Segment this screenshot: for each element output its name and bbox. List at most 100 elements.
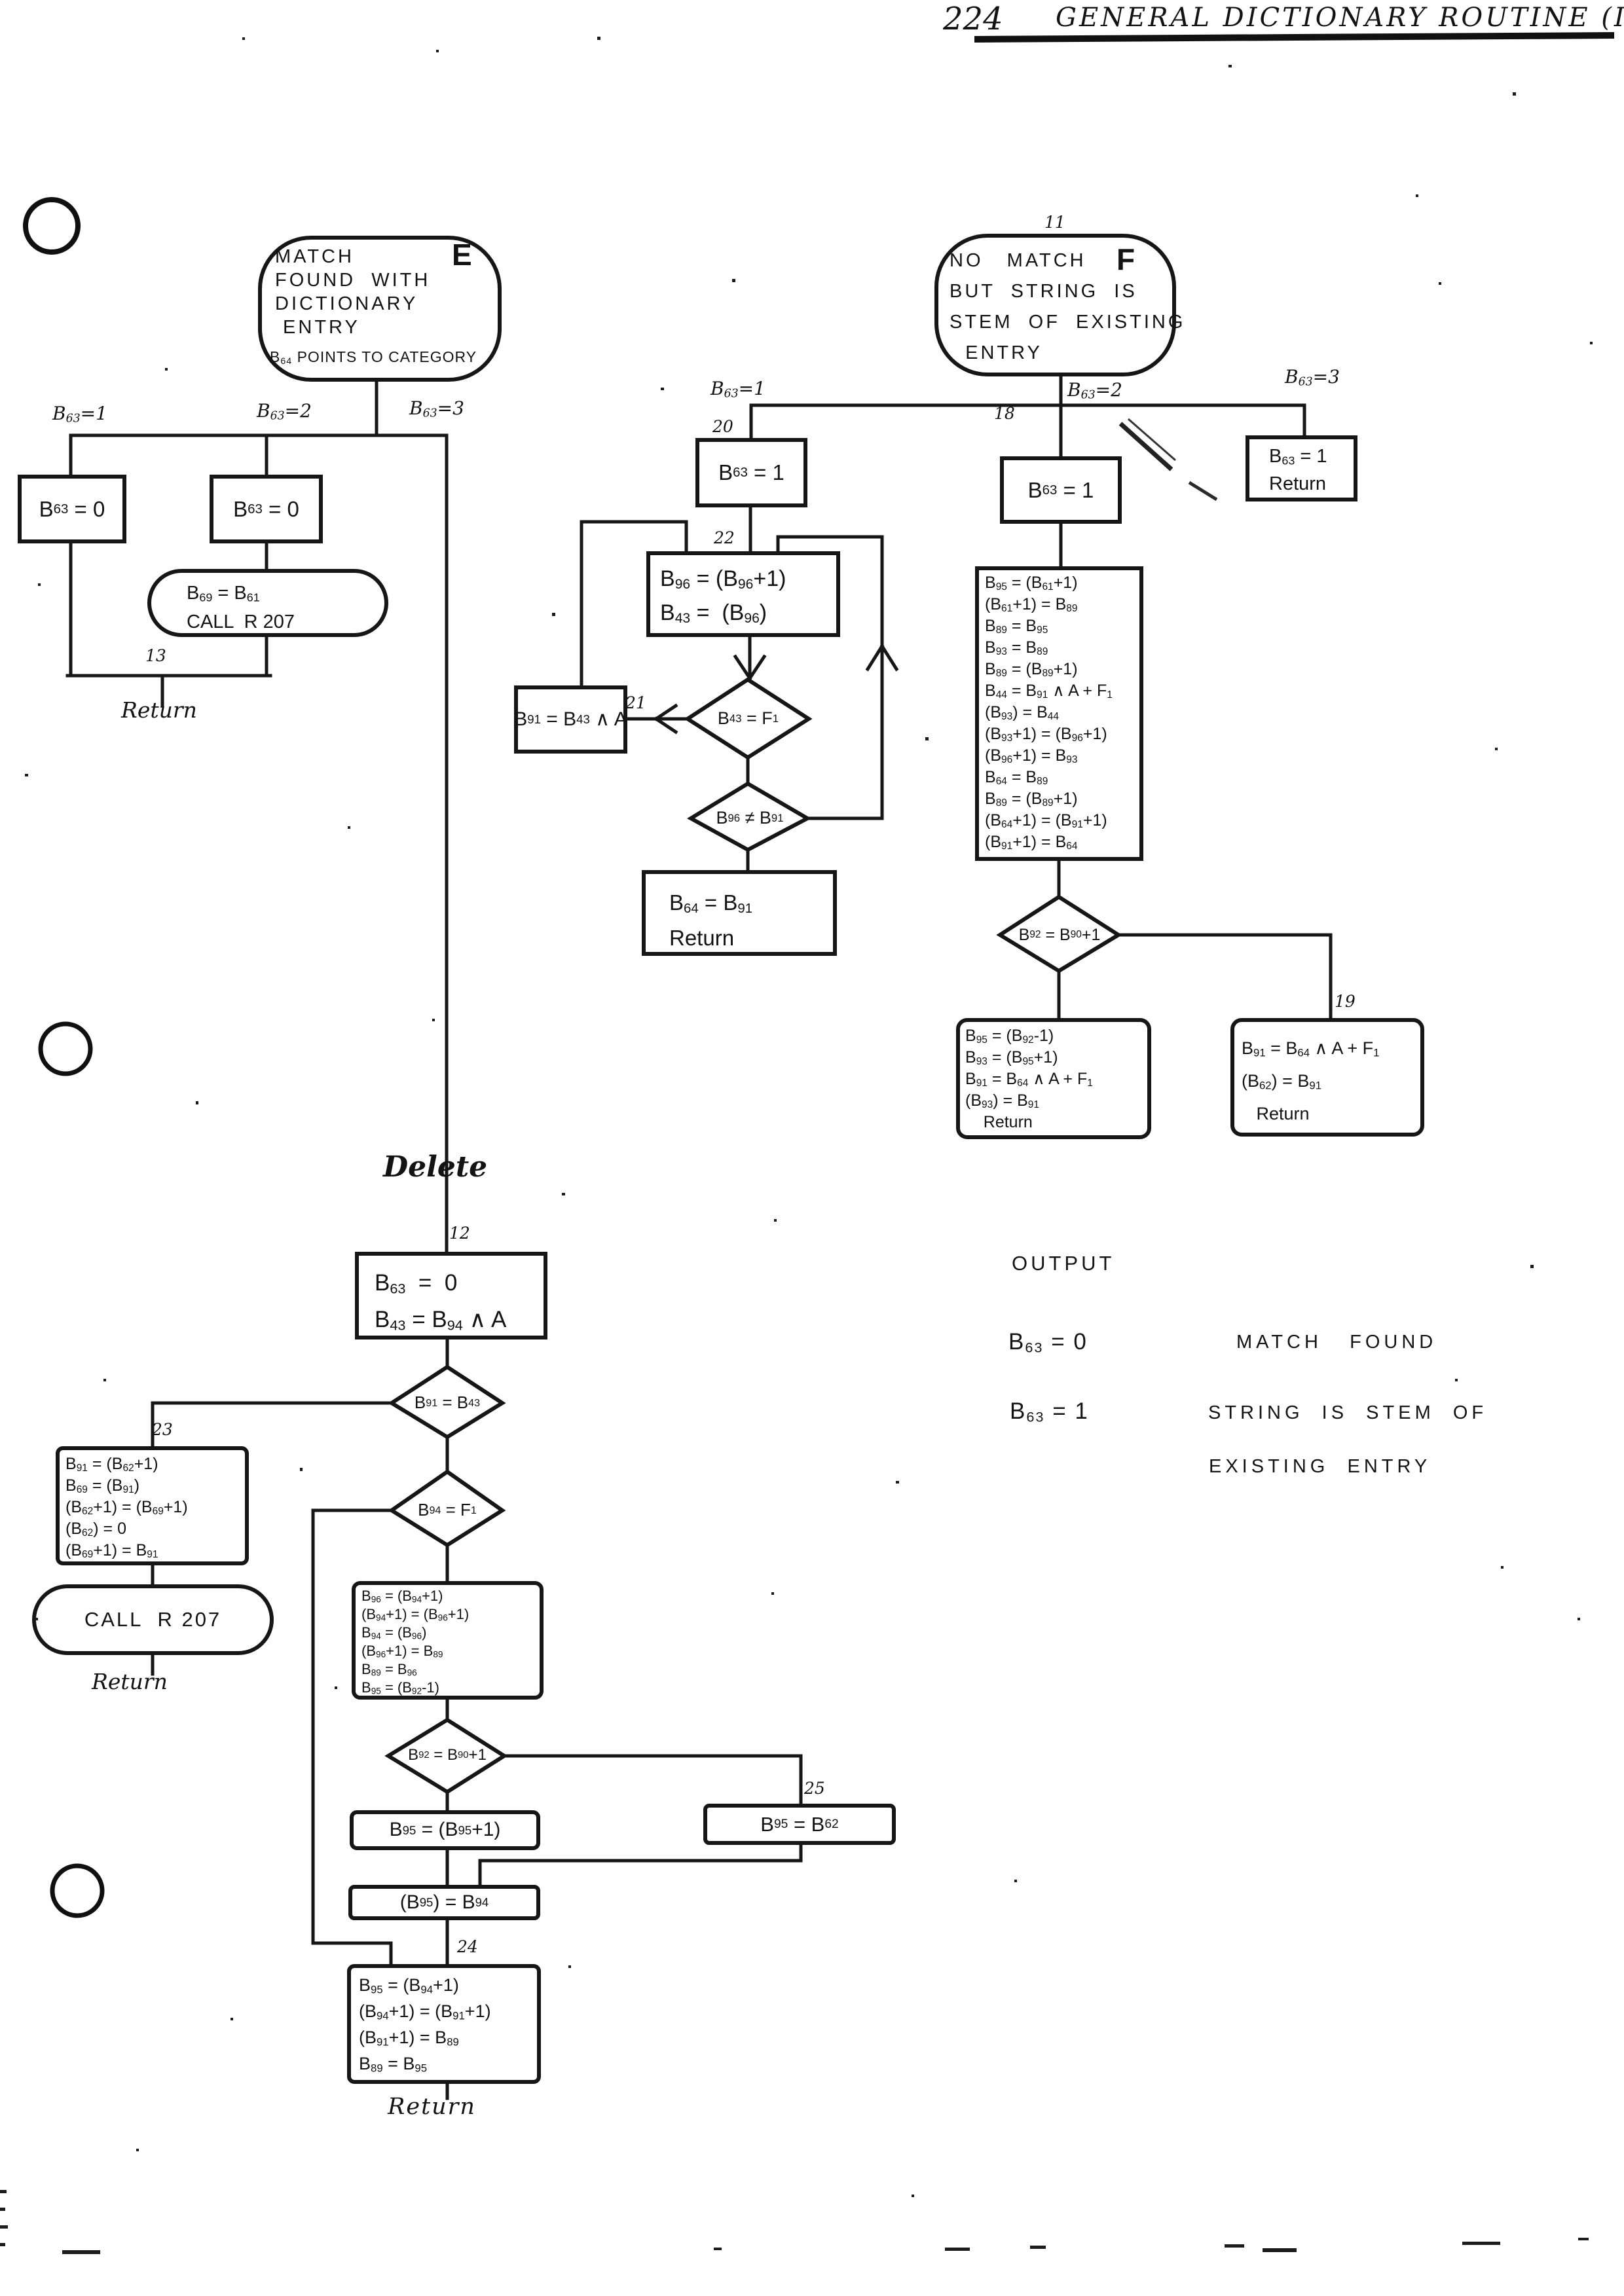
smudge-2 (1128, 418, 1176, 462)
terminal-no-match (934, 234, 1176, 376)
box-24 (347, 1964, 541, 2084)
diamond-b91-b43 (388, 1364, 506, 1440)
page-number: 224 (943, 1, 1003, 37)
page-artifacts (0, 32, 1615, 2254)
punch-hole-2 (38, 1021, 93, 1076)
return-b: Return (92, 1669, 168, 1694)
box-25 (703, 1804, 896, 1845)
header-underline (974, 32, 1615, 43)
punch-hole-3 (50, 1863, 105, 1918)
connector-label-e: E (452, 238, 472, 272)
diamond-b94-f1 (388, 1469, 506, 1548)
step-12: 12 (449, 1224, 470, 1243)
connectors (65, 373, 1333, 2100)
box-set1-return (1246, 435, 1357, 501)
box-return-left (956, 1018, 1151, 1139)
branch-label-b63-1: B63=1 (52, 403, 107, 426)
box-set1-18 (1000, 456, 1122, 524)
box-b95-inc (350, 1810, 540, 1850)
delete-label: Delete (383, 1150, 488, 1184)
return-c: Return (388, 2094, 476, 2120)
box-set1-20 (695, 438, 807, 507)
box-21 (514, 685, 627, 754)
box-24-text: B95 = (B94+1)(B94+1) = (B91+1)(B91+1) = … (359, 1975, 491, 2075)
diamond-b43-f1 (684, 677, 813, 760)
step-20: 20 (712, 417, 733, 436)
box-23-text: B91 = (B62+1)B69 = (B91)(B62+1) = (B69+1… (65, 1455, 188, 1561)
step-22: 22 (714, 528, 735, 547)
oval-call-r207-a (147, 569, 388, 637)
punch-hole-1 (23, 197, 81, 255)
box-shift (352, 1581, 544, 1700)
output-row1-desc: MATCH FOUND (1236, 1332, 1437, 1353)
output-row1-var: B63 = 0 (1008, 1329, 1088, 1356)
box-12 (355, 1252, 547, 1339)
box-return-right-text: B91 = B64 ∧ A + F1(B62) = B91 Return (1242, 1038, 1380, 1123)
output-row2-var: B63 = 1 (1010, 1398, 1089, 1425)
smudge-1 (1118, 422, 1173, 471)
output-title: OUTPUT (1012, 1252, 1115, 1275)
box-tall (975, 566, 1143, 861)
box-set0-left (18, 475, 126, 543)
diamond-b92-a (996, 894, 1122, 974)
branch-label-b63-2: B63=2 (257, 400, 312, 423)
terminal-match-found-note: B64 POINTS TO CATEGORY (270, 348, 477, 367)
box-b95-b94 (348, 1885, 540, 1920)
box-return-left-text: B95 = (B92-1)B93 = (B95+1)B91 = B64 ∧ A … (965, 1027, 1093, 1131)
box-set0-mid (210, 475, 323, 543)
output-row2-desc2: EXISTING ENTRY (1209, 1456, 1431, 1477)
oval-call-b-text: CALL R 207 (84, 1608, 222, 1631)
step-25: 25 (804, 1779, 825, 1798)
output-row2-desc: STRING IS STEM OF (1208, 1402, 1488, 1423)
page-title: GENERAL DICTIONARY ROUTINE (III) (1056, 3, 1624, 33)
step-23: 23 (152, 1420, 173, 1439)
box-22 (646, 551, 840, 637)
box-23 (56, 1446, 249, 1565)
box-b64-b91 (642, 870, 837, 956)
step-18: 18 (994, 404, 1015, 423)
oval-call-r207-b (32, 1584, 274, 1655)
step-24: 24 (457, 1937, 478, 1956)
box-22-text: B96 = (B96+1)B43 = (B96) (660, 566, 786, 627)
node-shapes (18, 234, 1424, 2084)
diamond-b96-b91 (687, 781, 812, 852)
step-21: 21 (625, 693, 646, 712)
branch-label-f-b63-2: B63=2 (1067, 379, 1122, 402)
return-a: Return (121, 697, 197, 723)
connector-label-f: F (1116, 242, 1135, 276)
branch-label-f-b63-3: B63=3 (1285, 366, 1340, 389)
branch-label-f-b63-1: B63=1 (710, 378, 766, 401)
step-19: 19 (1335, 992, 1356, 1011)
terminal-match-found (258, 236, 502, 382)
step-13: 13 (145, 646, 166, 665)
box-return-right (1230, 1018, 1424, 1137)
branch-label-b63-3: B63=3 (409, 397, 464, 420)
diamond-b92-b (384, 1717, 508, 1795)
step-11: 11 (1044, 213, 1065, 232)
box-shift-text: B96 = (B94+1)(B94+1) = (B96+1)B94 = (B96… (361, 1588, 470, 1696)
smudge-3 (1188, 481, 1218, 501)
